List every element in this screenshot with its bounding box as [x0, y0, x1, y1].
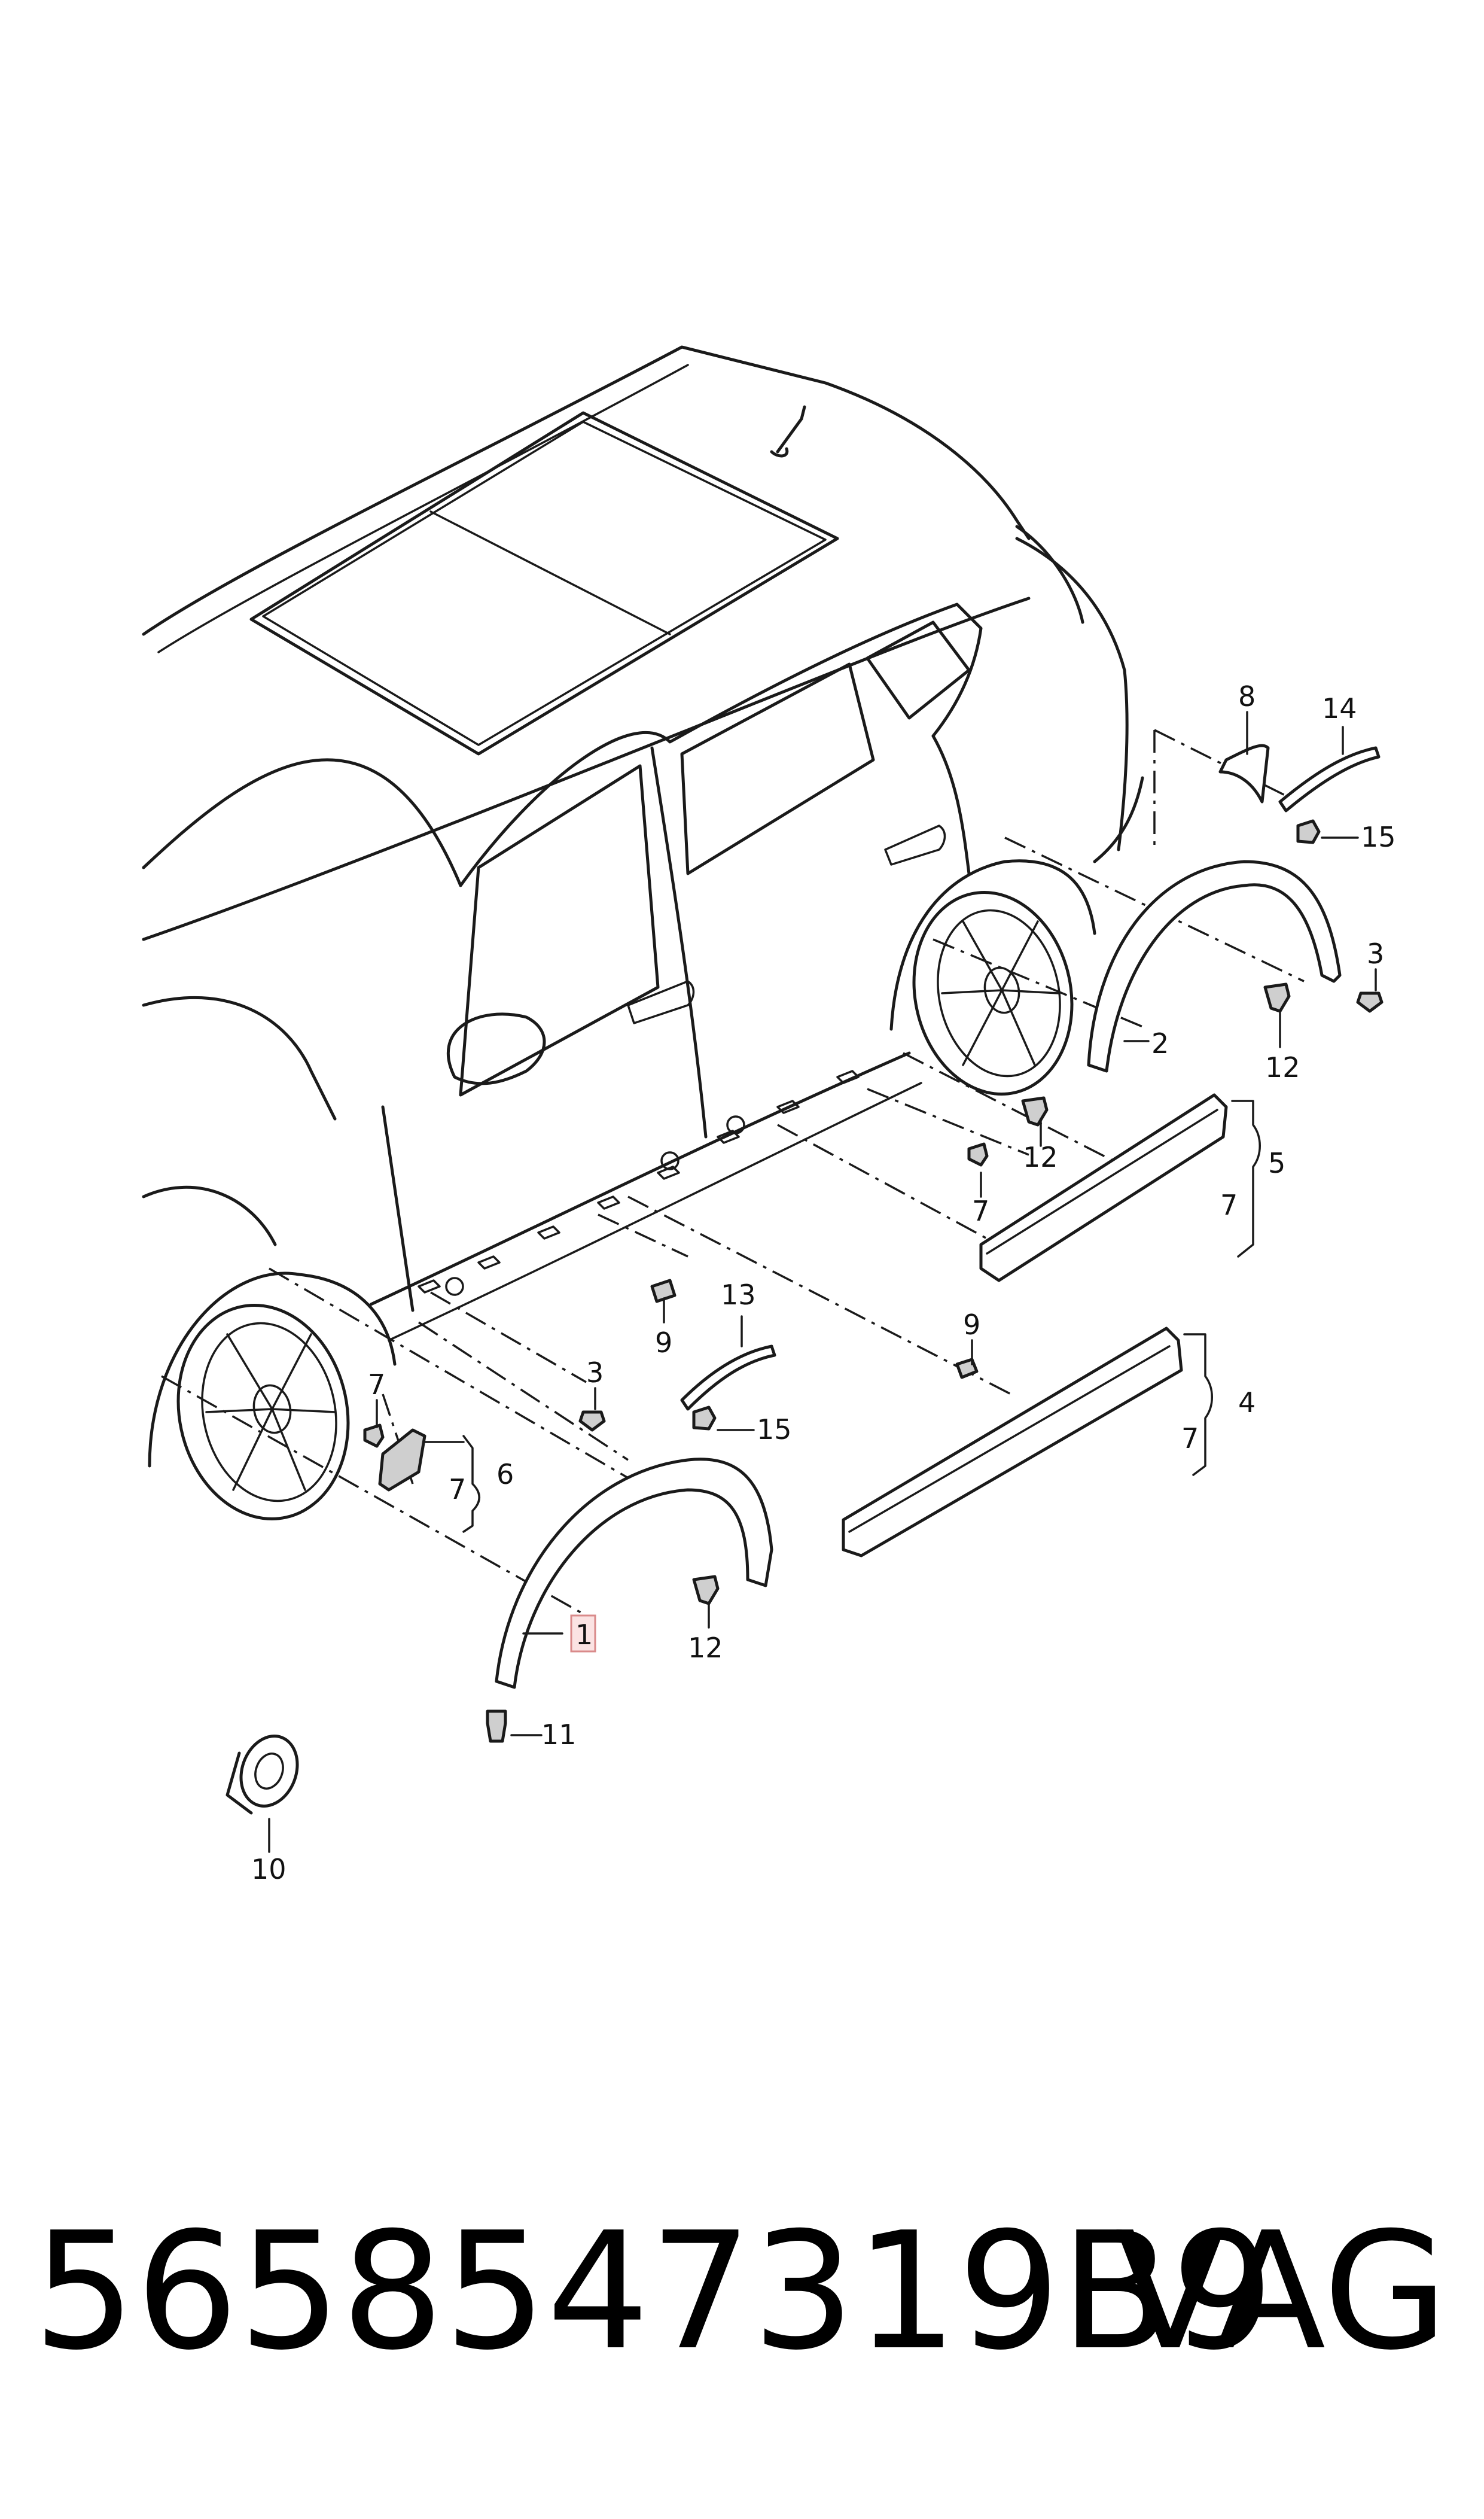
callout-8: 8 — [1238, 680, 1256, 713]
callout-7-rear-clip: 7 — [972, 1195, 989, 1227]
callout-labels: 1 2 3 3 4 5 6 7 7 7 7 7 8 9 9 10 11 12 1… — [251, 680, 1396, 1885]
callout-11: 11 — [541, 1718, 577, 1751]
callout-9-long: 9 — [963, 1309, 980, 1341]
callout-5: 5 — [1268, 1147, 1285, 1179]
callout-14: 14 — [1322, 692, 1357, 725]
rear-bumper-cap — [1218, 744, 1270, 804]
part-number: 5658547319B9 — [33, 2197, 1274, 2386]
callout-6: 6 — [496, 1458, 514, 1490]
callout-12-rear: 12 — [1265, 1051, 1300, 1084]
callout-7-rear-brace: 7 — [1220, 1189, 1238, 1221]
front-trim-piece — [378, 1428, 426, 1492]
callout-leaders — [268, 711, 1377, 1853]
callout-12-front: 12 — [688, 1632, 723, 1664]
front-wheel-arch-trim — [495, 1458, 773, 1689]
callout-1: 1 — [575, 1619, 593, 1651]
rear-door-moulding — [979, 1093, 1228, 1282]
callout-10: 10 — [251, 1853, 287, 1885]
callout-12-mid: 12 — [1023, 1141, 1058, 1173]
callout-7-front-clip: 7 — [368, 1368, 385, 1401]
callout-7-front-brace: 7 — [449, 1473, 466, 1505]
callout-2: 2 — [1151, 1027, 1169, 1060]
rear-arch-strip — [1278, 746, 1381, 813]
adhesive-tape-roll — [226, 1735, 299, 1815]
callout-13: 13 — [721, 1279, 756, 1311]
vehicle-body-outline — [142, 345, 1144, 1520]
rear-wheel-arch-trim — [1087, 860, 1342, 1073]
retaining-clips — [692, 819, 1321, 1431]
callout-3-front: 3 — [586, 1356, 604, 1389]
callout-9-sill: 9 — [655, 1327, 672, 1359]
callout-1-highlight — [570, 1614, 596, 1653]
callout-4: 4 — [1238, 1386, 1256, 1419]
callout-7-long-brace: 7 — [1181, 1422, 1199, 1455]
callout-15-rear: 15 — [1361, 821, 1396, 853]
callout-15-front: 15 — [757, 1413, 792, 1446]
brand-name: VAG — [1115, 2197, 1448, 2386]
fasteners — [363, 982, 1384, 1743]
callout-3-rear: 3 — [1367, 938, 1384, 970]
sill-moulding-long — [842, 1327, 1183, 1557]
front-arch-strip — [680, 1344, 776, 1411]
